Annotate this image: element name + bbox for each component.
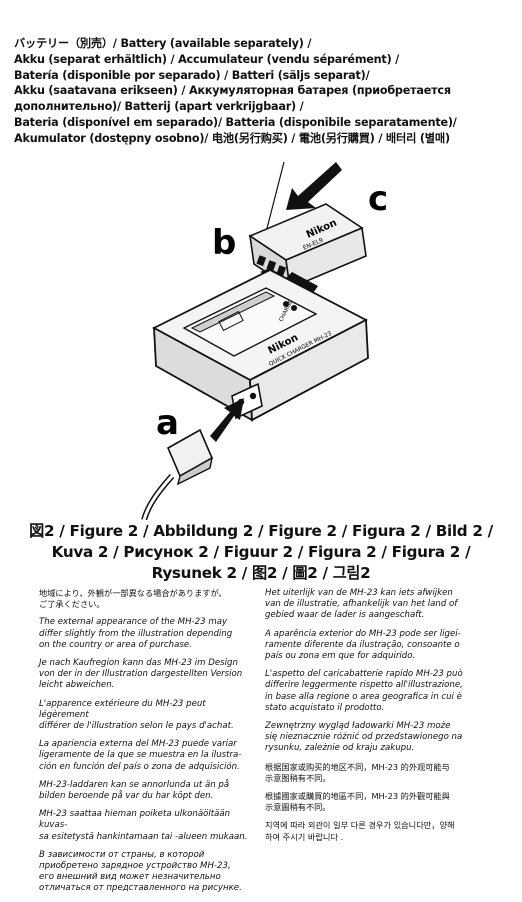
figure-title-line: Rysunek 2 / 图2 / 圖2 / 그림2 (151, 564, 371, 582)
header-line: Akku (saatavana erikseen) / Аккумуляторн… (14, 84, 451, 98)
notice-right-column: Het uiterlijk van de MH-23 kan iets afwi… (265, 588, 497, 850)
arrow-c (286, 162, 342, 210)
header-line: Batería (disponible por separado) / Batt… (14, 68, 370, 82)
notice-paragraph: 根據國家或購買的地區不同，MH-23 的外觀可能與 示意圖稍有不同。 (265, 791, 450, 813)
label-a: a (156, 403, 179, 443)
notice-paragraph: 地域により、外観が一部異なる場合がありますが、 ご了承ください。 (39, 588, 227, 610)
notice-paragraph: Het uiterlijk van de MH-23 kan iets afwi… (265, 588, 458, 621)
header-line: Bateria (disponível em separado)/ Batter… (14, 115, 457, 129)
header-line: バッテリー（別売）/ Battery (available separately… (14, 37, 312, 50)
notice-paragraph: 지역에 따라 외관이 일부 다른 경우가 있습니다만，양해 하여 주시기 바랍니… (265, 820, 455, 842)
notice-paragraph: В зависимости от страны, в которой приоб… (39, 849, 242, 894)
figure-title-line: Kuva 2 / Рисунок 2 / Figuur 2 / Figura 2… (51, 543, 471, 561)
notice-paragraph: A aparência exterior do MH-23 pode ser l… (265, 628, 461, 662)
notice-paragraph: The external appearance of the MH-23 may… (39, 617, 233, 650)
figure-title: 図2 / Figure 2 / Abbildung 2 / Figure 2 /… (0, 521, 522, 584)
battery: Nikon EN-EL9 (248, 203, 367, 290)
notice-paragraph: La apariencia externa del MH-23 puede va… (39, 739, 242, 772)
power-plug (141, 428, 214, 520)
charger: CHARGE Nikon QUICK CHARGER MH-23 (152, 268, 369, 422)
notice-left-column: 地域により、外観が一部異なる場合がありますが、 ご了承ください。 The ext… (39, 588, 257, 902)
notice-paragraph: MH-23-laddaren kan se annorlunda ut än p… (39, 779, 230, 802)
notice-paragraph: Zewnętrzny wygląd ładowarki MH-23 może s… (265, 721, 463, 754)
notice-paragraph: L'aspetto del caricabatterie rapido MH-2… (265, 669, 463, 713)
label-b: b (212, 223, 236, 263)
notice-paragraph: Je nach Kaufregion kann das MH-23 im Des… (39, 658, 243, 691)
notice-paragraph: 根据国家或购买的地区不同，MH-23 的外观可能与 示意图稍有不同。 (265, 761, 450, 783)
figure-title-line: 図2 / Figure 2 / Abbildung 2 / Figure 2 /… (29, 522, 493, 540)
battery-header: バッテリー（別売）/ Battery (available separately… (14, 36, 510, 147)
header-line: Akku (separat erhältlich) / Accumulateur… (14, 52, 400, 66)
header-line: Akumulator (dostępny osobno)/ 电池(另行购买) /… (14, 131, 450, 145)
arrow-a (210, 398, 244, 442)
header-line: дополнительно)/ Batterij (apart verkrijg… (14, 100, 304, 114)
notice-paragraph: L'apparence extérieure du MH-23 peut lég… (39, 698, 234, 732)
charger-illustration: Nikon EN-EL9 c b CHARGE Nikon QUICK CHAR… (141, 161, 388, 520)
notice-paragraph: MH-23 saattaa hieman poiketa ulkonäöltää… (39, 809, 248, 842)
label-c: c (368, 179, 388, 219)
